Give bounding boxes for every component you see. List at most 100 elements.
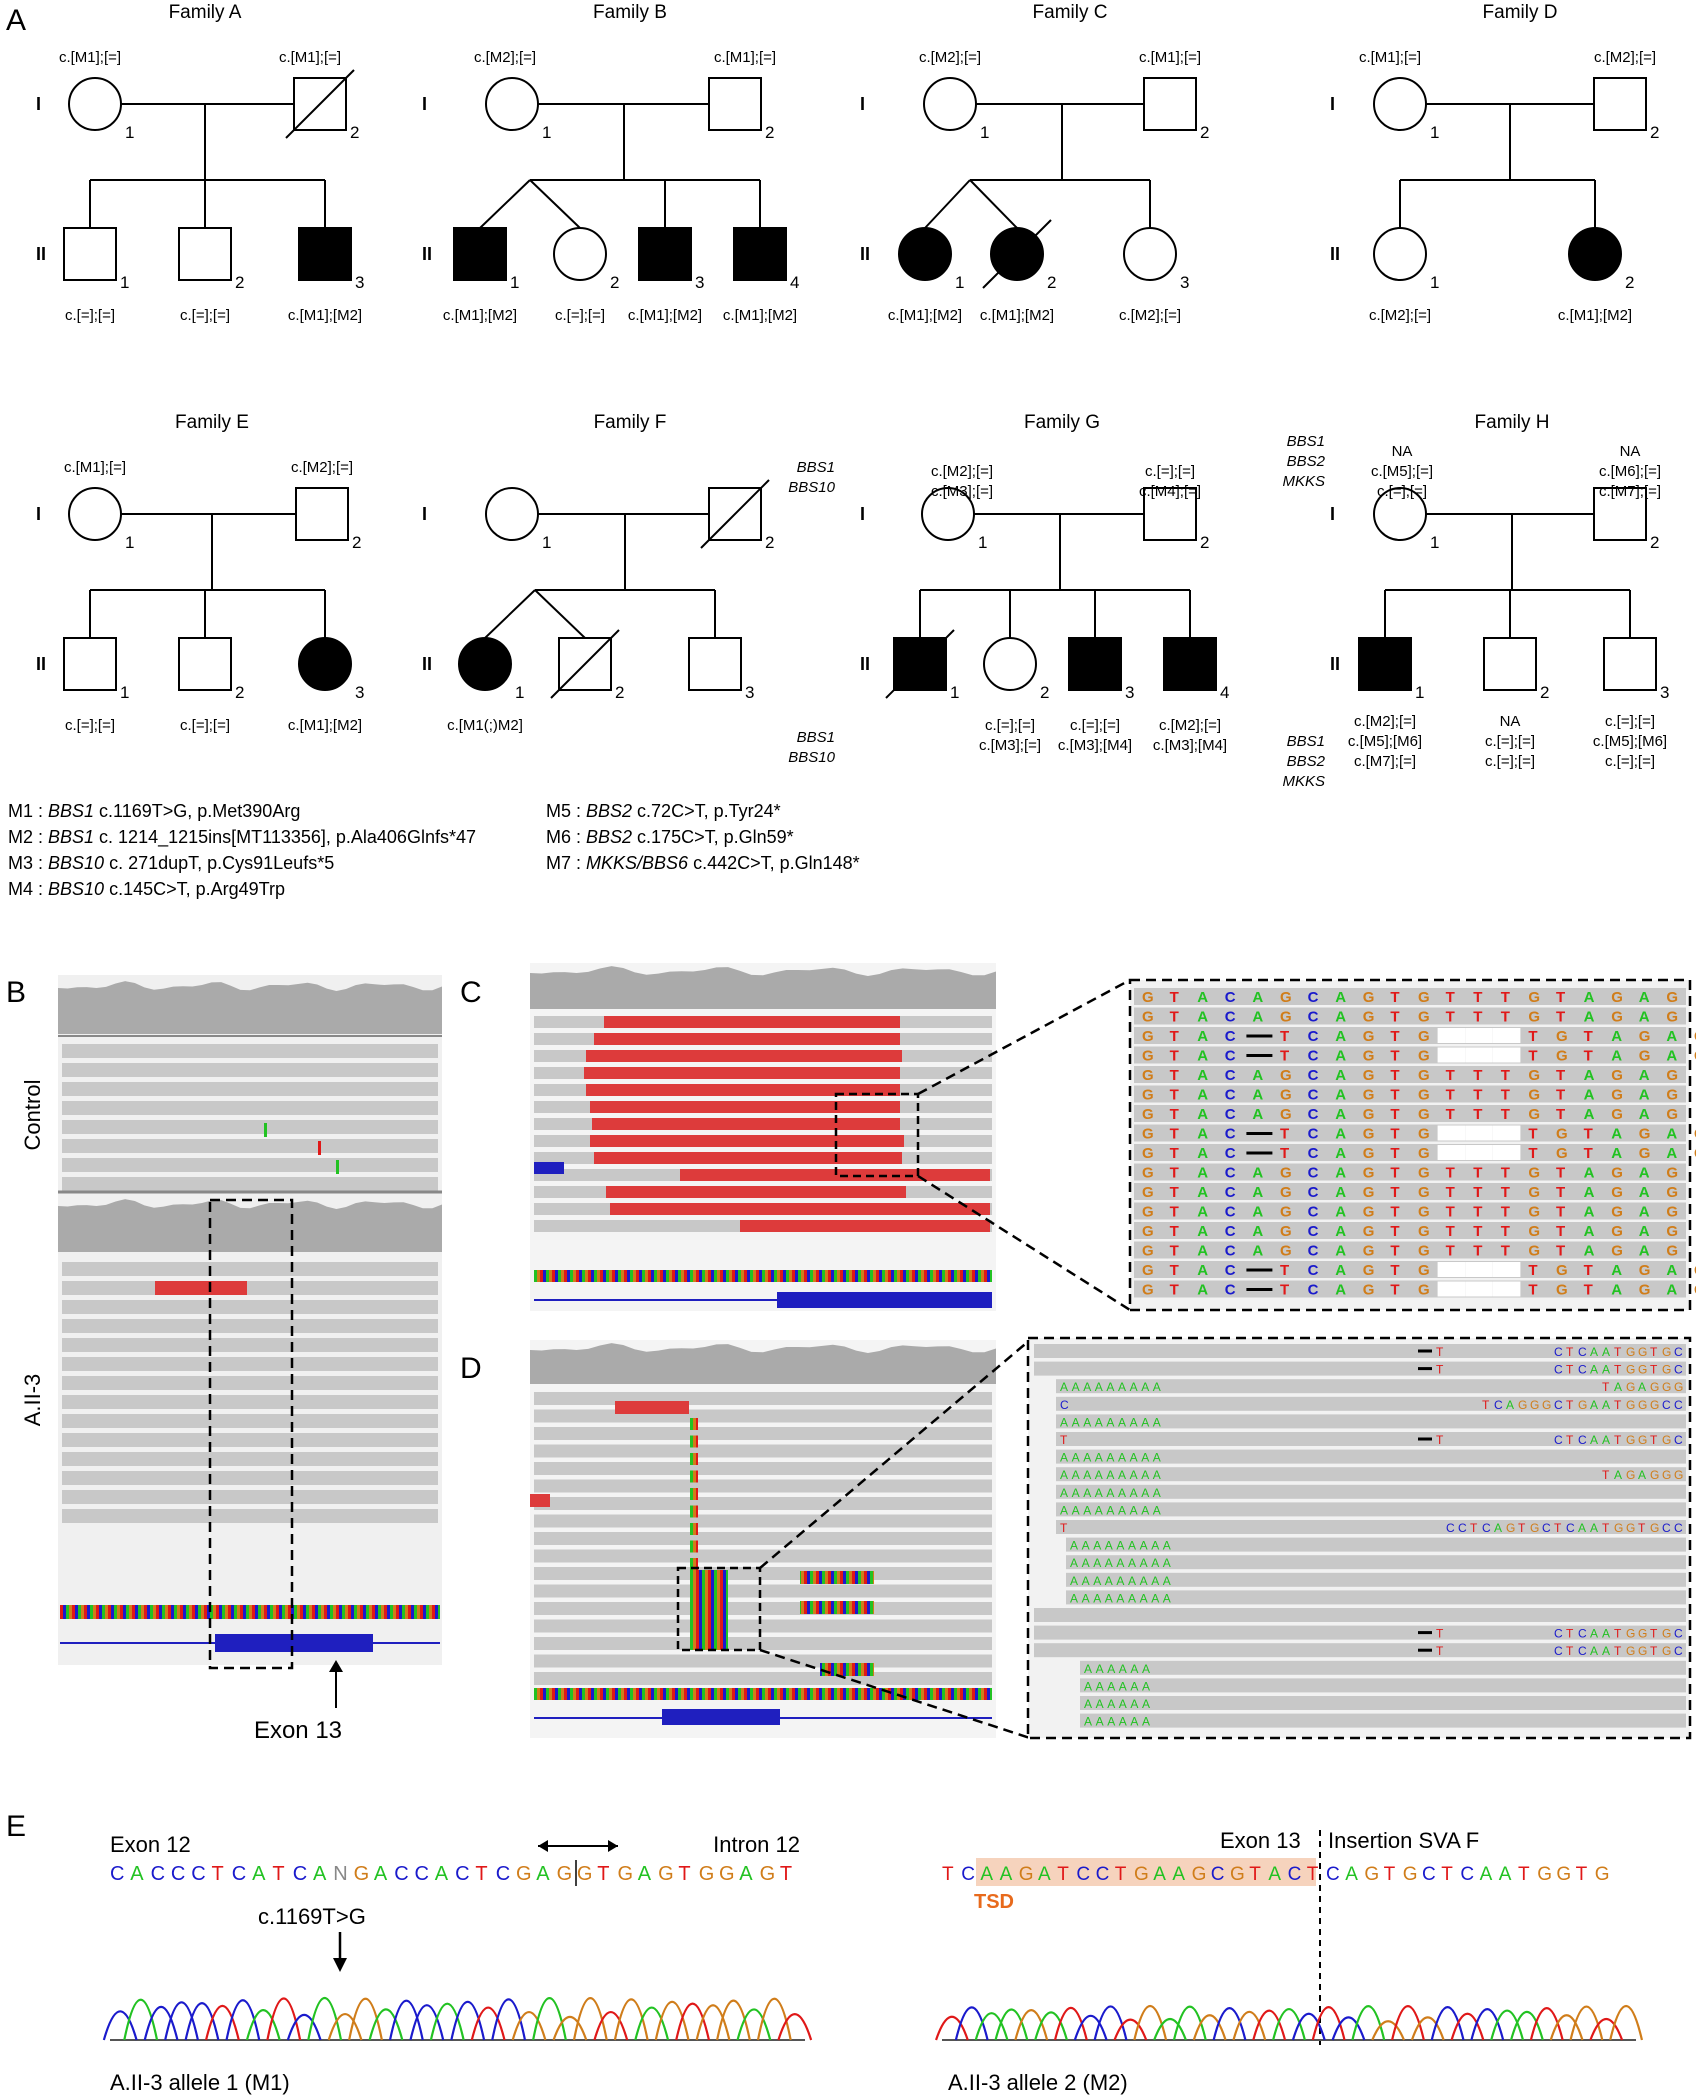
sequence-base: A bbox=[435, 1863, 449, 1885]
chromatogram-peak bbox=[327, 2013, 363, 2041]
female-symbol bbox=[1568, 227, 1622, 281]
gap bbox=[1437, 1145, 1466, 1160]
read bbox=[534, 1532, 992, 1545]
base-letter: A bbox=[1118, 1415, 1126, 1429]
individual-number: 2 bbox=[1650, 533, 1659, 552]
base-letter: T bbox=[1556, 989, 1565, 1006]
base-letter: G bbox=[1142, 1184, 1154, 1201]
sequence-base: C bbox=[171, 1863, 185, 1885]
base-letter: C bbox=[1308, 1028, 1319, 1045]
read bbox=[534, 1497, 992, 1510]
base-letter: T bbox=[1614, 1398, 1622, 1412]
female-symbol bbox=[553, 227, 607, 281]
chromatogram-peak bbox=[1549, 2014, 1584, 2041]
individual-number: 2 bbox=[1200, 533, 1209, 552]
mutation-m2: M2 : BBS1 c. 1214_1215ins[MT113356], p.A… bbox=[8, 827, 476, 847]
base-letter: A bbox=[1584, 1204, 1595, 1221]
base-letter: T bbox=[1528, 1282, 1537, 1299]
base-letter: A bbox=[1095, 1451, 1103, 1465]
chromatogram-peak bbox=[1510, 2010, 1544, 2041]
base-letter: A bbox=[1116, 1556, 1124, 1570]
female-symbol bbox=[1373, 77, 1427, 131]
base-letter: T bbox=[1528, 1126, 1537, 1143]
base-letter: T bbox=[1390, 1126, 1399, 1143]
gene-label: MKKS bbox=[1282, 473, 1325, 490]
gap bbox=[1492, 1262, 1521, 1277]
base-letter: T bbox=[1473, 1243, 1482, 1260]
gene-label: BBS10 bbox=[788, 749, 835, 766]
zoom-frame bbox=[1026, 1336, 1692, 1740]
base-letter: G bbox=[1626, 1433, 1635, 1447]
base-letter: T bbox=[1446, 1009, 1455, 1026]
sequence-base: C bbox=[1211, 1864, 1225, 1885]
base-letter: A bbox=[1106, 1380, 1114, 1394]
exon-block bbox=[215, 1634, 373, 1652]
chromatogram-peak bbox=[184, 2002, 220, 2041]
zoom-read bbox=[1080, 1713, 1686, 1728]
base-letter: A bbox=[1130, 1503, 1138, 1517]
base-letter: G bbox=[1528, 1184, 1540, 1201]
zoom-read bbox=[1134, 1027, 1686, 1044]
base-letter: T bbox=[1280, 1048, 1289, 1065]
base-letter: G bbox=[1363, 1243, 1375, 1260]
zoom-read bbox=[1134, 1066, 1686, 1083]
base-letter: G bbox=[1611, 1204, 1623, 1221]
allele2-label: A.II-3 allele 2 (M2) bbox=[948, 2070, 1128, 2095]
genotype-label: c.[M1];[=] bbox=[59, 49, 121, 66]
base-letter: A bbox=[1128, 1574, 1136, 1588]
insertion-mark bbox=[690, 1505, 698, 1518]
soft-clip bbox=[800, 1601, 874, 1614]
base-letter: G bbox=[1639, 1145, 1651, 1162]
base-letter: C bbox=[1225, 1204, 1236, 1221]
base-letter: A bbox=[1072, 1468, 1080, 1482]
read bbox=[62, 1357, 438, 1371]
base-letter: A bbox=[1252, 989, 1263, 1006]
sequence-base: T bbox=[475, 1863, 487, 1885]
sequence-base: G bbox=[1403, 1864, 1418, 1885]
base-letter: T bbox=[1556, 1106, 1565, 1123]
genotype-label: c.[M3];[M4] bbox=[1058, 737, 1132, 754]
read bbox=[62, 1281, 438, 1295]
gap bbox=[1465, 1262, 1493, 1277]
base-letter: G bbox=[1528, 1165, 1540, 1182]
chromatogram-peak bbox=[102, 2010, 138, 2041]
base-letter: A bbox=[1335, 1243, 1346, 1260]
sequence-base: A bbox=[1000, 1864, 1013, 1885]
individual-number: 1 bbox=[1430, 123, 1439, 142]
base-letter: G bbox=[1650, 1468, 1659, 1482]
base-letter: C bbox=[1578, 1644, 1587, 1658]
base-letter: C bbox=[1674, 1521, 1683, 1535]
base-letter: T bbox=[1446, 989, 1455, 1006]
base-letter: T bbox=[1436, 1363, 1444, 1377]
base-letter: A bbox=[1107, 1679, 1115, 1693]
base-letter: C bbox=[1674, 1398, 1683, 1412]
base-letter: G bbox=[1363, 1165, 1375, 1182]
sequence-base: T bbox=[1384, 1864, 1396, 1885]
base-letter: T bbox=[1446, 1106, 1455, 1123]
genotype-label: c.[M1(;)M2] bbox=[447, 717, 523, 734]
sequence-base: C bbox=[191, 1863, 205, 1885]
genotype-label: c.[=];[=] bbox=[555, 307, 605, 324]
individual-number: 2 bbox=[352, 533, 361, 552]
base-letter: T bbox=[1602, 1468, 1610, 1482]
sequence-base: A bbox=[980, 1864, 993, 1885]
read bbox=[534, 1514, 992, 1528]
sequence-base: A bbox=[130, 1863, 144, 1885]
base-letter: T bbox=[1390, 1145, 1399, 1162]
base-letter: C bbox=[1458, 1521, 1467, 1535]
gene-label: BBS2 bbox=[1287, 753, 1326, 770]
base-letter: A bbox=[1590, 1398, 1598, 1412]
generation-label: I bbox=[860, 504, 865, 524]
insertion-label: Insertion SVA F bbox=[1328, 1828, 1479, 1853]
panel-label-c: C bbox=[460, 976, 482, 1009]
base-letter: G bbox=[1528, 1243, 1540, 1260]
base-letter: G bbox=[1142, 1009, 1154, 1026]
base-letter: C bbox=[1482, 1521, 1491, 1535]
read bbox=[534, 1637, 992, 1650]
base-letter: A bbox=[1163, 1591, 1171, 1605]
zoom-read bbox=[1056, 1414, 1686, 1429]
deceased-slash bbox=[982, 219, 1052, 289]
family-title: Family G bbox=[1024, 412, 1100, 433]
base-letter: G bbox=[1611, 1243, 1623, 1260]
